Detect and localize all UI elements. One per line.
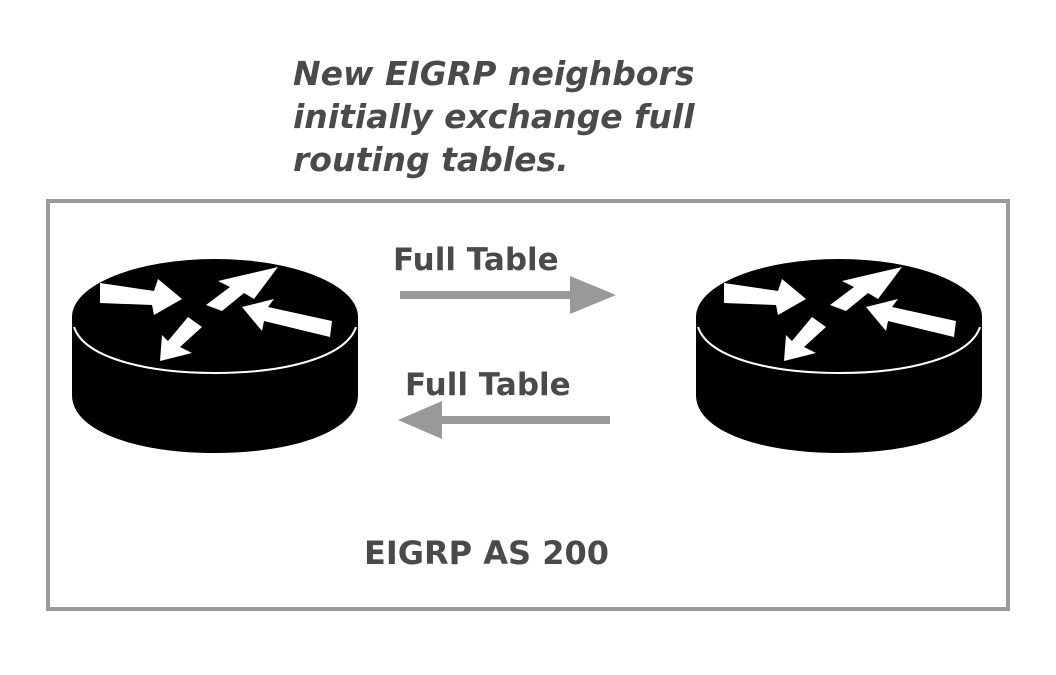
router-body	[72, 259, 358, 453]
autonomous-system-label: EIGRP AS 200	[364, 534, 610, 572]
router-icon	[696, 259, 982, 453]
caption-line-3: routing tables.	[293, 140, 569, 179]
router-direction-arrows	[100, 267, 332, 361]
router-icon	[72, 259, 358, 453]
link-label-bottom: Full Table	[405, 367, 571, 403]
link-label-top: Full Table	[393, 242, 559, 278]
caption-line-2: initially exchange full	[293, 97, 695, 136]
caption-line-1: New EIGRP neighbors	[293, 54, 695, 93]
arrow-right-icon	[400, 276, 616, 314]
diagram-caption: New EIGRP neighbors initially exchange f…	[293, 52, 813, 181]
router-direction-arrows	[724, 267, 956, 361]
arrow-left-icon	[398, 401, 610, 439]
autonomous-system-boundary	[46, 199, 1010, 611]
router-body	[696, 259, 982, 453]
